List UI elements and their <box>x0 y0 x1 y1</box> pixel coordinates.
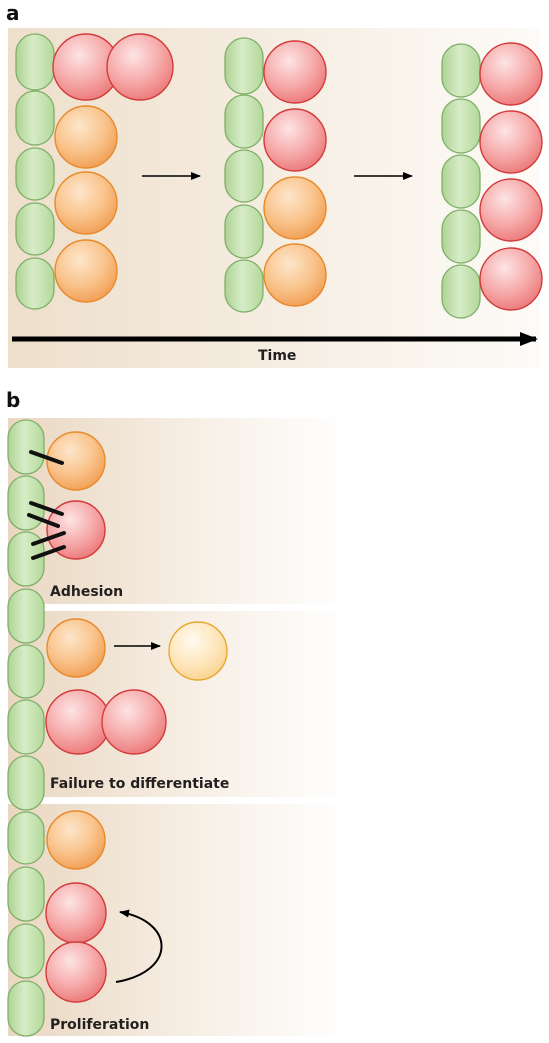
green-niche-cell-icon <box>7 419 45 475</box>
failure-to-differentiate-label: Failure to differentiate <box>50 776 229 792</box>
green-niche-cell-icon <box>224 259 264 313</box>
adhesion-bar-icon <box>31 545 66 560</box>
orange-cell-icon <box>46 431 106 491</box>
orange-cell-icon <box>263 176 327 240</box>
adhesion-bar-icon <box>27 513 60 528</box>
green-niche-cell-icon <box>441 154 481 209</box>
green-niche-cell-icon <box>441 43 481 98</box>
green-niche-cell-icon <box>441 264 481 319</box>
orange-cell-icon <box>54 105 118 169</box>
pale-orange-cell-icon <box>168 621 228 681</box>
adhesion-bar-icon <box>29 501 64 516</box>
red-cell-icon <box>479 178 543 242</box>
green-niche-cell-icon <box>7 475 45 531</box>
panel-b-label: b <box>6 388 20 412</box>
adhesion-bar-icon <box>31 531 66 546</box>
red-cell-icon <box>45 689 111 755</box>
green-niche-cell-icon <box>441 98 481 154</box>
green-niche-cell-icon <box>224 94 264 149</box>
red-cell-icon <box>263 40 327 104</box>
orange-cell-icon <box>263 243 327 307</box>
red-cell-icon <box>106 33 174 101</box>
orange-cell-icon <box>54 171 118 235</box>
green-niche-cell-icon <box>15 202 55 256</box>
red-cell-icon <box>45 882 107 944</box>
green-niche-cell-icon <box>7 866 45 922</box>
green-niche-cell-icon <box>15 90 55 146</box>
orange-cell-icon <box>46 618 106 678</box>
green-niche-cell-icon <box>7 923 45 979</box>
orange-cell-icon <box>54 239 118 303</box>
green-niche-cell-icon <box>224 149 264 203</box>
red-cell-icon <box>479 247 543 311</box>
panel-a-label: a <box>6 1 20 25</box>
green-niche-cell-icon <box>7 699 45 755</box>
green-niche-cell-icon <box>7 755 45 811</box>
green-niche-cell-icon <box>15 147 55 201</box>
red-cell-icon <box>479 42 543 106</box>
red-cell-icon <box>479 110 543 174</box>
green-niche-cell-icon <box>224 204 264 259</box>
adhesion-bar-icon <box>29 450 64 465</box>
adhesion-label: Adhesion <box>50 584 123 600</box>
red-cell-icon <box>263 108 327 172</box>
green-niche-cell-icon <box>224 37 264 95</box>
red-cell-icon <box>101 689 167 755</box>
green-niche-cell-icon <box>7 811 45 865</box>
green-niche-cell-icon <box>441 209 481 264</box>
green-niche-cell-icon <box>15 257 55 310</box>
red-cell-icon <box>45 941 107 1003</box>
green-niche-cell-icon <box>7 644 45 699</box>
green-niche-cell-icon <box>7 980 45 1037</box>
proliferation-cycle-arrow <box>115 909 163 983</box>
green-niche-cell-icon <box>7 588 45 644</box>
green-niche-cell-icon <box>7 531 45 587</box>
orange-cell-icon <box>46 810 106 870</box>
proliferation-label: Proliferation <box>50 1017 149 1033</box>
time-axis-label: Time <box>258 348 296 364</box>
green-niche-cell-icon <box>15 33 55 91</box>
